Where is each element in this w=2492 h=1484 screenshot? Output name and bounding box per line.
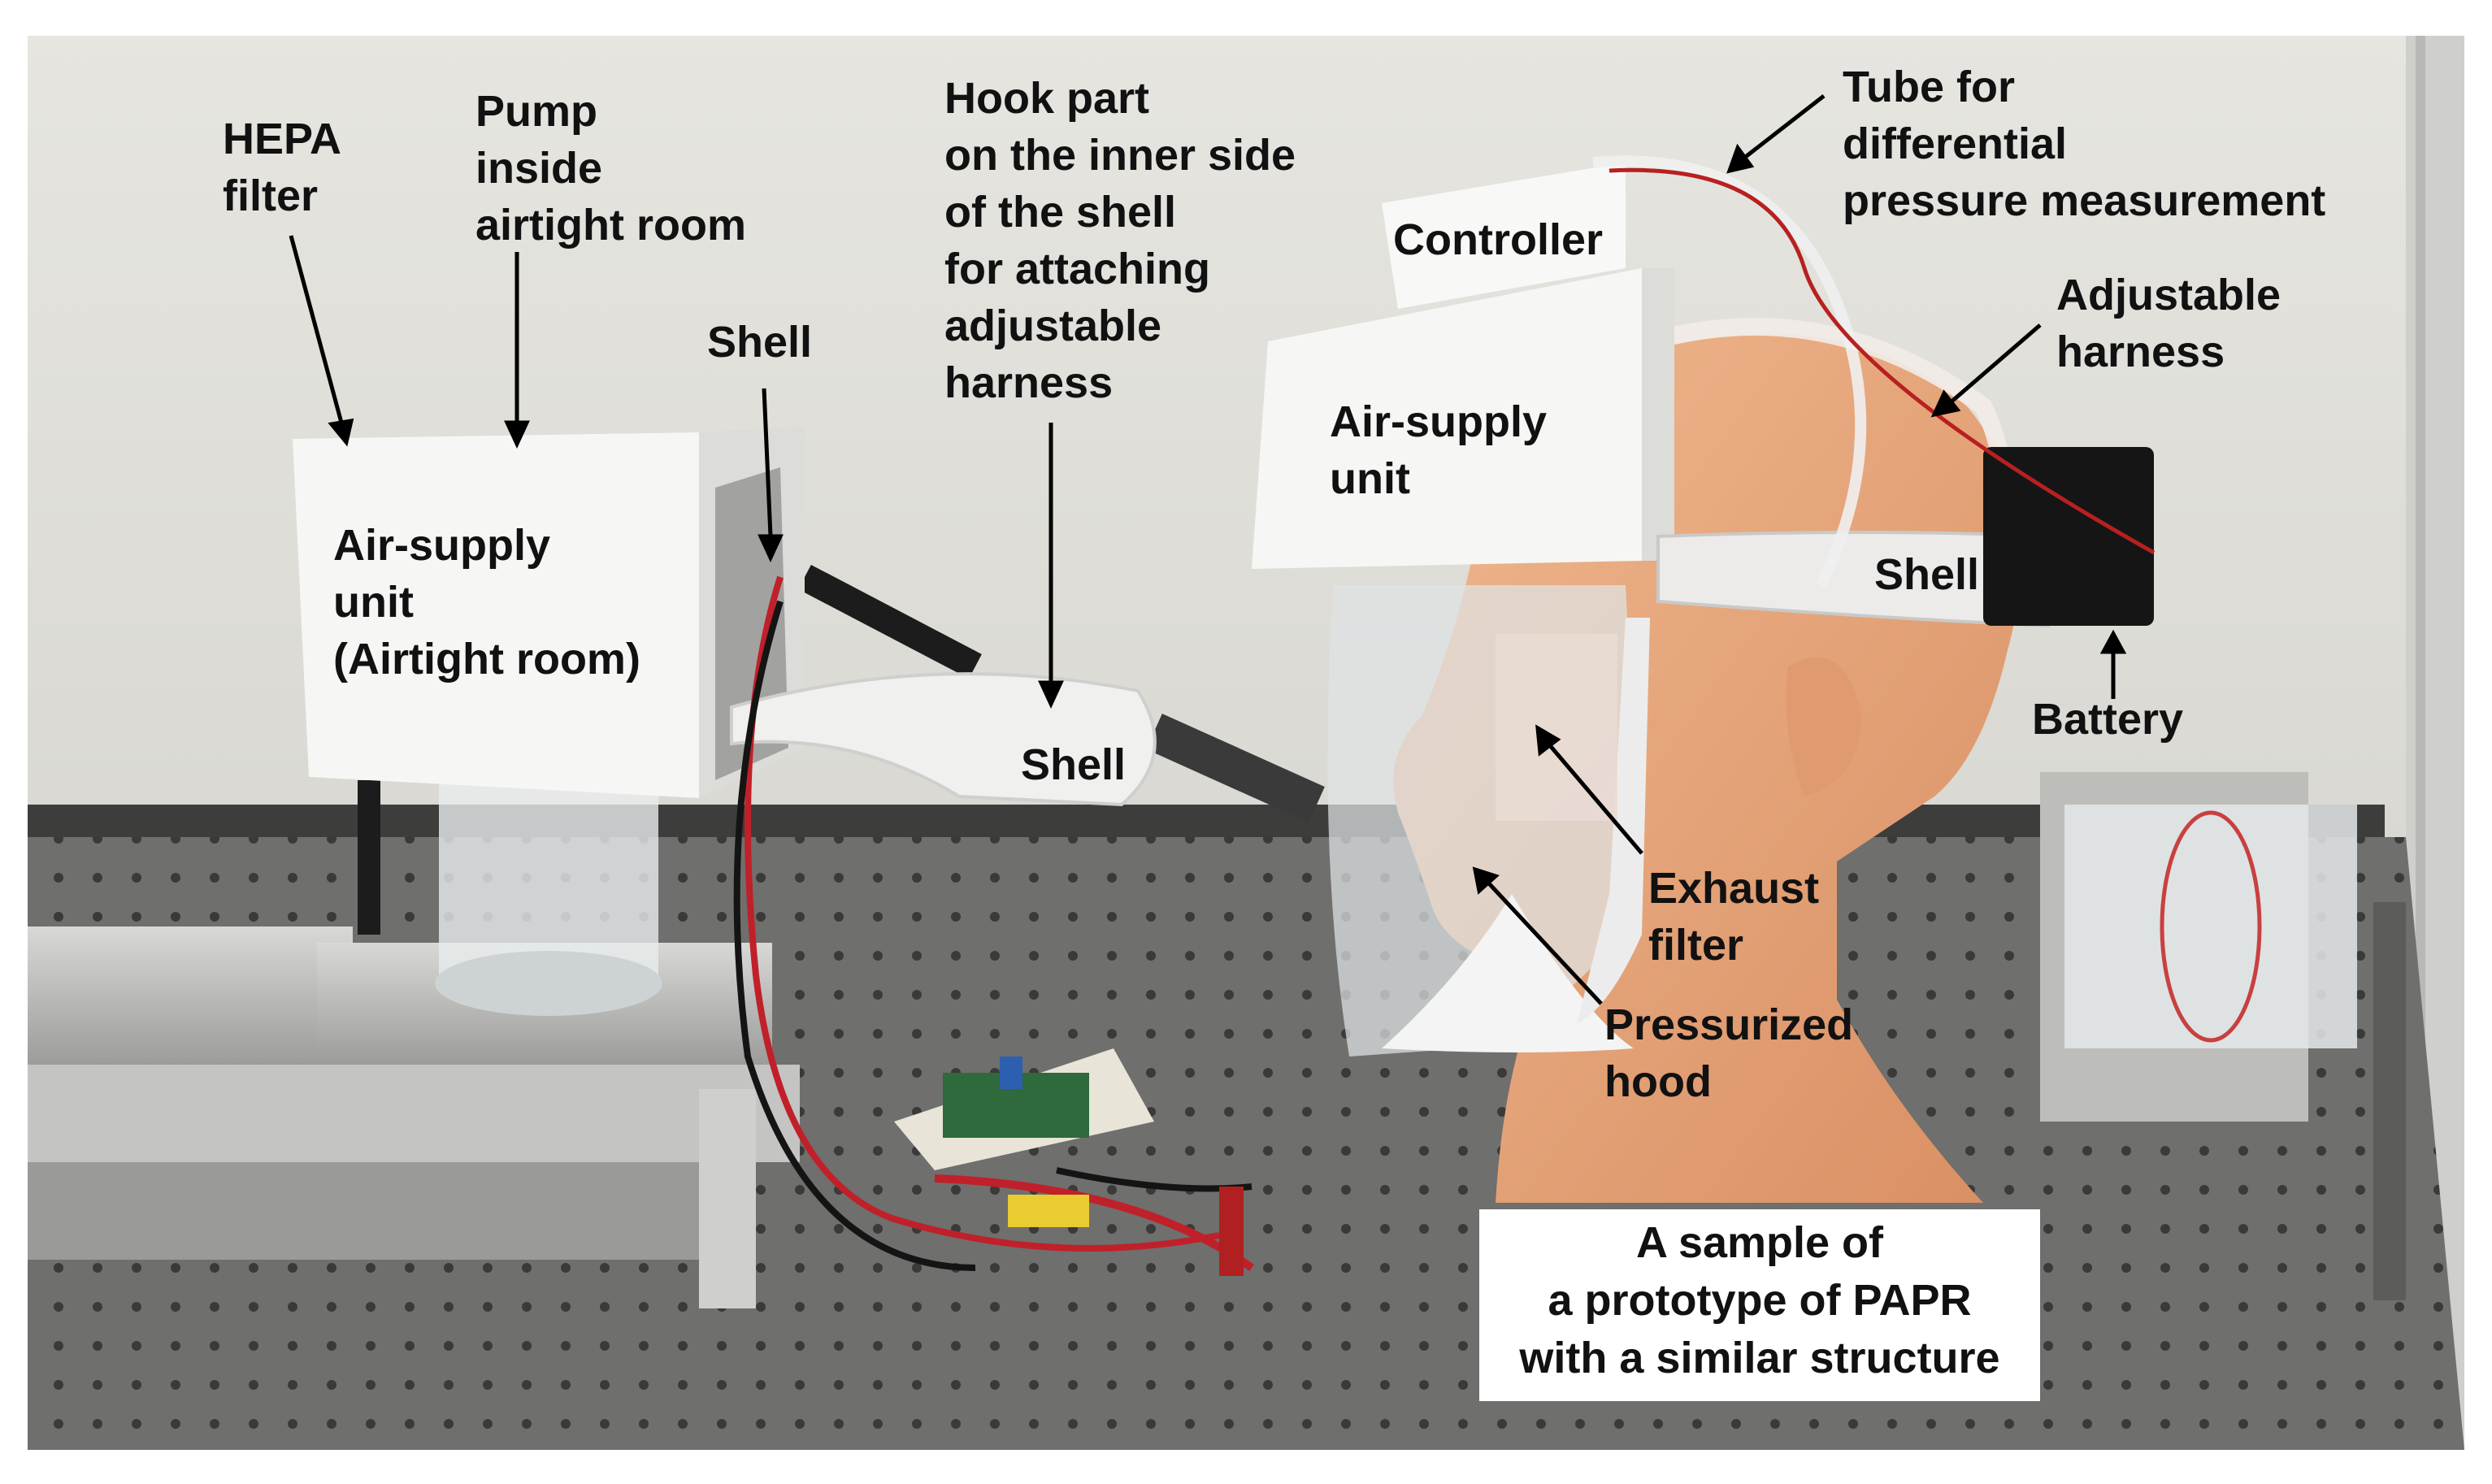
battery-label: Battery (2032, 695, 2184, 744)
pressurized-hood-label: Pressurized hood (1604, 1000, 1854, 1106)
air-supply-box-left (293, 432, 699, 798)
clear-tube (2064, 805, 2357, 1048)
hepa-filter-label: HEPA filter (223, 115, 342, 220)
hook-part-label: Hook part on the inner side of the shell… (944, 74, 1296, 407)
shell-label-band-left: Shell (1021, 740, 1127, 789)
adjustable-harness-label: Adjustable harness (2056, 271, 2281, 376)
air-supply-box-right (1252, 268, 1642, 569)
aluminium-rail (28, 1065, 800, 1162)
controller-label: Controller (1393, 215, 1604, 264)
exhaust-filter-label: Exhaust filter (1648, 864, 1820, 970)
harness-band-left (730, 672, 1157, 807)
pump-label: Pump inside airtight room (475, 87, 746, 250)
callout-arrows (289, 94, 2127, 1005)
sample-caption: A sample of a prototype of PAPR with a s… (1519, 1218, 2000, 1382)
shell-label-top-left: Shell (707, 318, 813, 367)
air-supply-label-right: Air-supply unit (1330, 397, 1548, 503)
tube-label: Tube for differential pressure measureme… (1843, 63, 2326, 225)
shell-label-right: Shell (1874, 550, 1980, 599)
air-supply-label-left: Air-supply unit (Airtight room) (333, 521, 640, 683)
exhaust-filter-patch (1496, 634, 1617, 821)
battery-pack (1983, 447, 2154, 626)
hood-bottom (1382, 894, 1634, 1052)
controller-box (1382, 163, 1626, 309)
base-plate-left (28, 926, 353, 1065)
caption-box (1479, 1209, 2040, 1401)
